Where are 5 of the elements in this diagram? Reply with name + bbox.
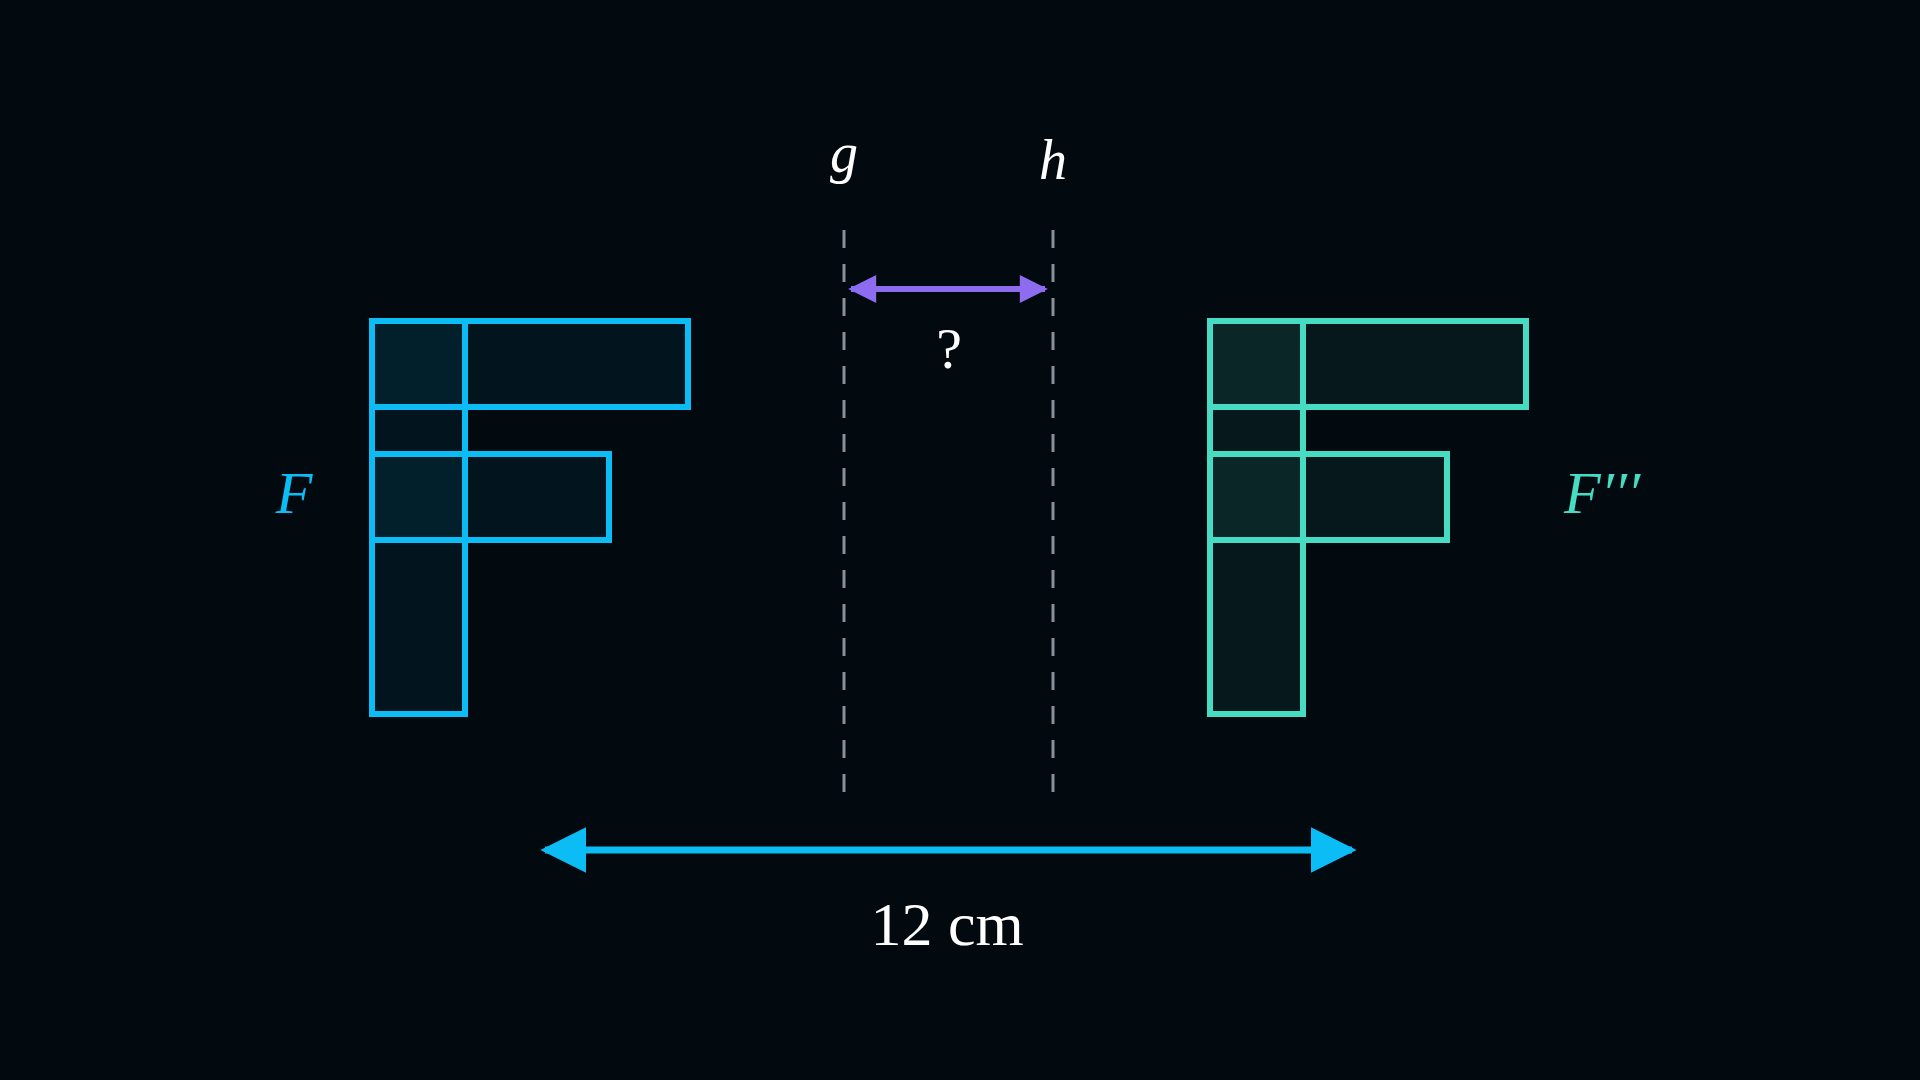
line-label: h	[1039, 132, 1067, 188]
dimension-label: 12 cm	[870, 893, 1024, 955]
shape-label: F′′′	[1564, 463, 1640, 523]
shape-label: F	[275, 463, 313, 523]
unknown-distance-label: ?	[936, 320, 962, 378]
